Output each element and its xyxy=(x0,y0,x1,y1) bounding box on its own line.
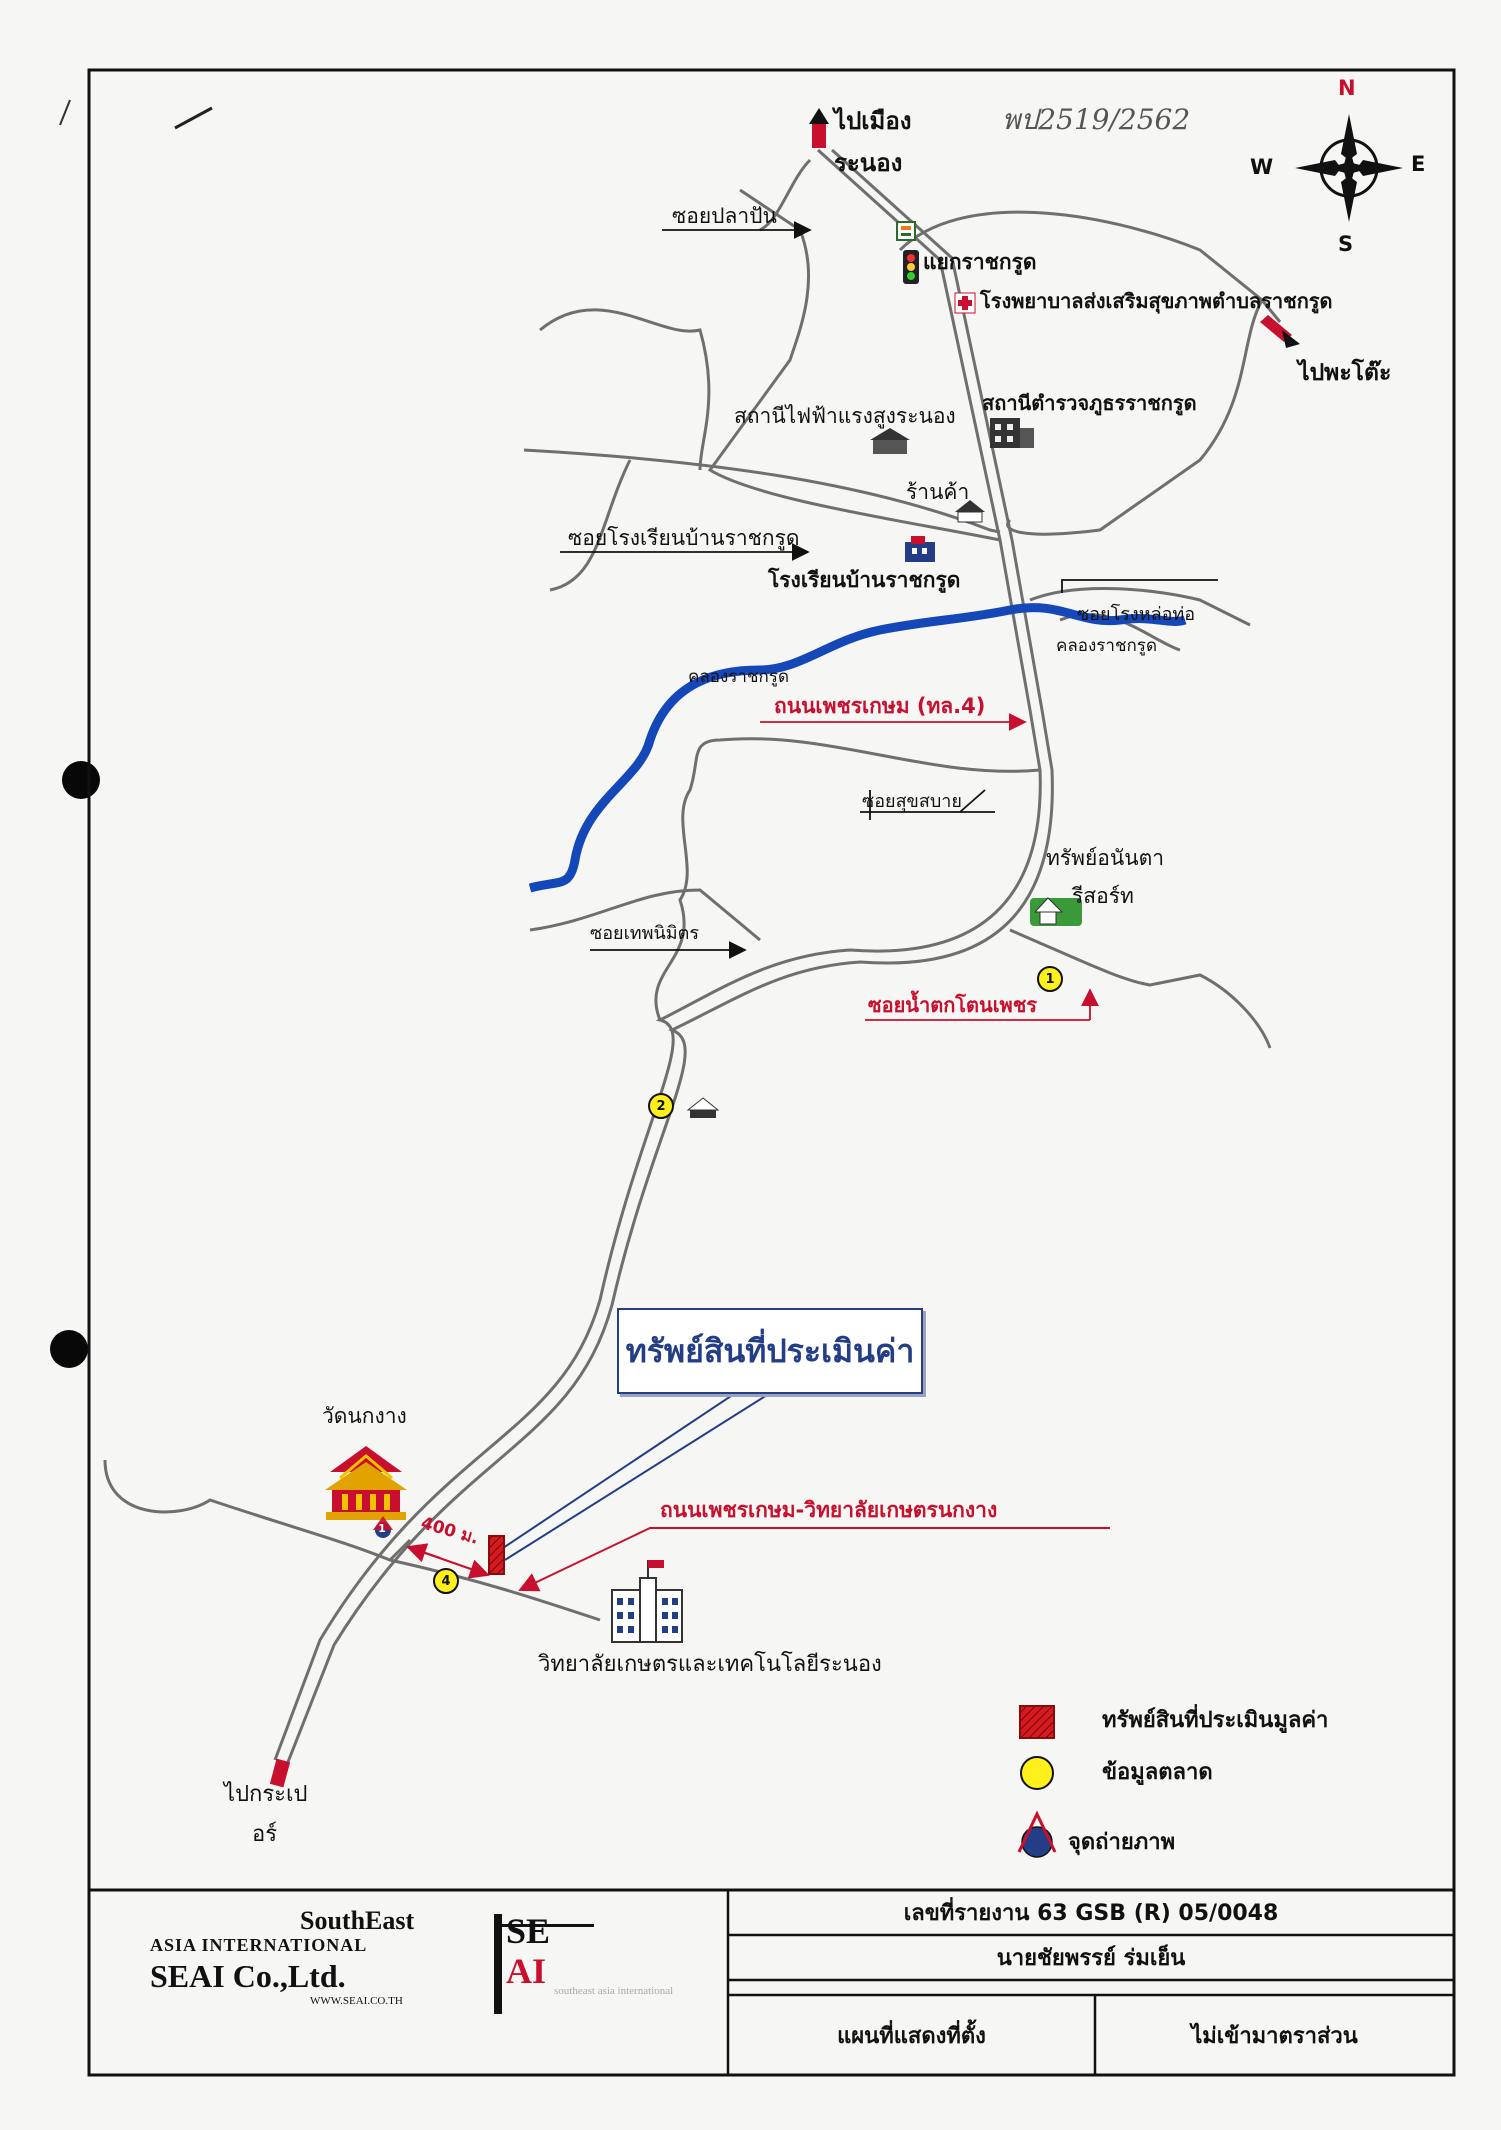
power-station-icon xyxy=(870,428,910,454)
label-to-ranong-2: ระนอง xyxy=(834,149,903,177)
police-station-icon xyxy=(990,418,1034,448)
map-frame xyxy=(87,68,1456,2077)
label-power-station: สถานีไฟฟ้าแรงสูงระนอง xyxy=(734,404,956,428)
seven-eleven-icon xyxy=(896,221,916,241)
school-icon xyxy=(905,536,935,562)
label-soi-foundry: ซอยโรงหล่อท่อ xyxy=(1077,604,1196,625)
company-name-line2: ASIA INTERNATIONAL xyxy=(150,1935,368,1955)
subject-property-callout: ทรัพย์สินที่ประเมินค่า xyxy=(617,1308,923,1394)
market-marker[interactable]: 4 xyxy=(433,1568,459,1594)
label-resort-1: ทรัพย์อนันตา xyxy=(1046,846,1165,870)
shop-icon xyxy=(955,500,985,523)
subject-property-marker xyxy=(488,1535,505,1575)
label-wat: วัดนกงาง xyxy=(322,1404,407,1428)
legend-photo-swatch xyxy=(1017,1810,1057,1858)
company-name-line3: SEAI Co.,Ltd. xyxy=(150,1958,346,1994)
label-phetkasem-road: ถนนเพชรเกษม (ทล.4) xyxy=(774,694,986,718)
compass-rose-icon xyxy=(1295,114,1403,222)
label-to-phato: ไปพะโต๊ะ xyxy=(1298,360,1392,386)
label-yaek-ratchakrut: แยกราชกรูด xyxy=(923,250,1037,274)
company-website: WWW.SEAI.CO.TH xyxy=(310,1995,403,2007)
map-title: แผนที่แสดงที่ตั้ง xyxy=(837,2023,986,2049)
label-shop: ร้านค้า xyxy=(906,480,970,504)
college-building-icon xyxy=(611,1560,683,1643)
direction-arrow-icon xyxy=(269,1758,291,1788)
compass-east-label: E xyxy=(1411,152,1426,176)
label-police-station: สถานีตำรวจภูธรราชกรูด xyxy=(982,391,1197,415)
hospital-cross-icon xyxy=(954,292,976,314)
label-college-road: ถนนเพชรเกษม-วิทยาลัยเกษตรนกงาง xyxy=(660,1498,998,1522)
company-name-line1: SouthEast xyxy=(300,1906,415,1935)
handwritten-reference-note: พป2519/2562 xyxy=(1002,103,1191,136)
legend-photo-label: จุดถ่ายภาพ xyxy=(1068,1830,1176,1855)
photo-point-icon xyxy=(373,1516,393,1538)
label-college: วิทยาลัยเกษตรและเทคโนโลยีระนอง xyxy=(538,1652,882,1677)
logo-ai: AI xyxy=(506,1951,547,1991)
label-to-kraburi-2: อร์ xyxy=(252,1822,278,1847)
direction-arrow-icon xyxy=(1260,315,1300,348)
label-soi-thep-nimit: ซอยเทพนิมิตร xyxy=(590,923,699,944)
house-icon xyxy=(686,1097,720,1118)
legend-market-label: ข้อมูลตลาด xyxy=(1102,1760,1213,1785)
label-to-kraburi: ไปกระเป xyxy=(224,1782,308,1807)
compass-west-label: W xyxy=(1250,155,1274,179)
direction-arrow-icon xyxy=(809,108,829,148)
map-scale-note: ไม่เข้ามาตราส่วน xyxy=(1191,2023,1358,2049)
resort-icon xyxy=(1030,897,1082,926)
temple-icon xyxy=(325,1446,407,1520)
label-soi-pla-pan: ซอยปลาปัน xyxy=(672,204,777,228)
market-marker[interactable]: 1 xyxy=(1037,966,1063,992)
traffic-light-icon xyxy=(903,250,919,284)
label-soi-school: ซอยโรงเรียนบ้านราชกรูด xyxy=(568,526,800,550)
punch-hole xyxy=(62,761,100,799)
title-block-grid xyxy=(726,1890,1454,2075)
legend-property-label: ทรัพย์สินที่ประเมินมูลค่า xyxy=(1102,1708,1329,1733)
logo-se: SE xyxy=(506,1911,551,1951)
label-school: โรงเรียนบ้านราชกรูด xyxy=(768,568,961,592)
label-hospital: โรงพยาบาลส่งเสริมสุขภาพตำบลราชกรูด xyxy=(980,289,1333,313)
compass-north-label: N xyxy=(1338,76,1356,100)
label-resort-2: รีสอร์ท xyxy=(1072,884,1134,908)
photo-point-marker[interactable]: 1 xyxy=(378,1521,386,1535)
legend-property-swatch xyxy=(1019,1705,1055,1739)
label-soi-waterfall: ซอยน้ำตกโตนเพชร xyxy=(868,993,1038,1017)
report-number: เลขที่รายงาน 63 GSB (R) 05/0048 xyxy=(903,1901,1279,1926)
label-soi-suk-sabai: ซอยสุขสบาย xyxy=(862,791,962,812)
label-canal-east: คลองราชกรูด xyxy=(1056,636,1157,656)
market-marker[interactable]: 2 xyxy=(648,1093,674,1119)
label-canal-west: คลองราชกรูด xyxy=(688,667,789,687)
client-name: นายชัยพรรย์ ร่มเย็น xyxy=(996,1946,1186,1971)
canal-river xyxy=(528,603,1187,893)
legend-market-swatch xyxy=(1020,1756,1054,1790)
compass-south-label: S xyxy=(1338,232,1354,256)
seai-logo-icon xyxy=(494,1914,594,2014)
punch-hole xyxy=(50,1330,88,1368)
logo-small-text: southeast asia international xyxy=(554,1985,674,1997)
label-to-ranong: ไปเมือง xyxy=(834,107,912,135)
road-network xyxy=(103,148,1282,1763)
